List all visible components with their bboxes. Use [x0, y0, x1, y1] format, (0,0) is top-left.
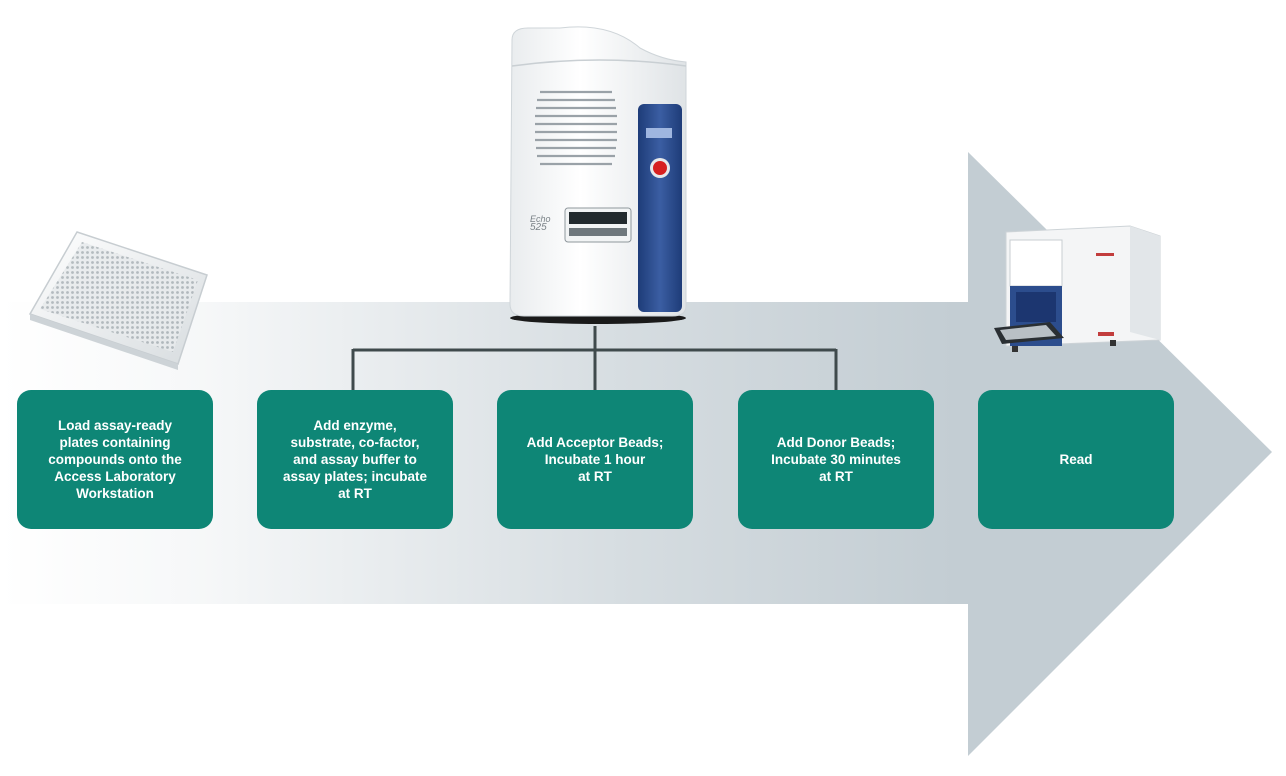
step-label: Add Acceptor Beads; Incubate 1 hour at R…: [526, 435, 664, 484]
dispenser-model-text: Echo: [530, 214, 551, 224]
plate-reader-icon: [994, 225, 1161, 352]
step-label: Add enzyme, substrate, co-factor, and as…: [282, 418, 428, 501]
step-add-donor-beads: Add Donor Beads; Incubate 30 minutes at …: [738, 390, 934, 529]
liquid-handler-icon: Echo 525: [509, 26, 687, 324]
step-label: Add Donor Beads; Incubate 30 minutes at …: [771, 435, 901, 484]
step-label: Load assay-ready plates containing compo…: [48, 418, 182, 501]
step-add-acceptor-beads: Add Acceptor Beads; Incubate 1 hour at R…: [497, 390, 693, 529]
step-label: Read: [1059, 452, 1093, 467]
vent-grille: [535, 90, 617, 166]
dispenser-number-text: 525: [530, 222, 547, 233]
step-add-enzyme: Add enzyme, substrate, co-factor, and as…: [257, 390, 453, 529]
connector-lines: [351, 326, 838, 390]
step-read: Read: [978, 390, 1174, 529]
microplate-icon: [28, 231, 208, 370]
step-load-plates: Load assay-ready plates containing compo…: [17, 390, 213, 529]
